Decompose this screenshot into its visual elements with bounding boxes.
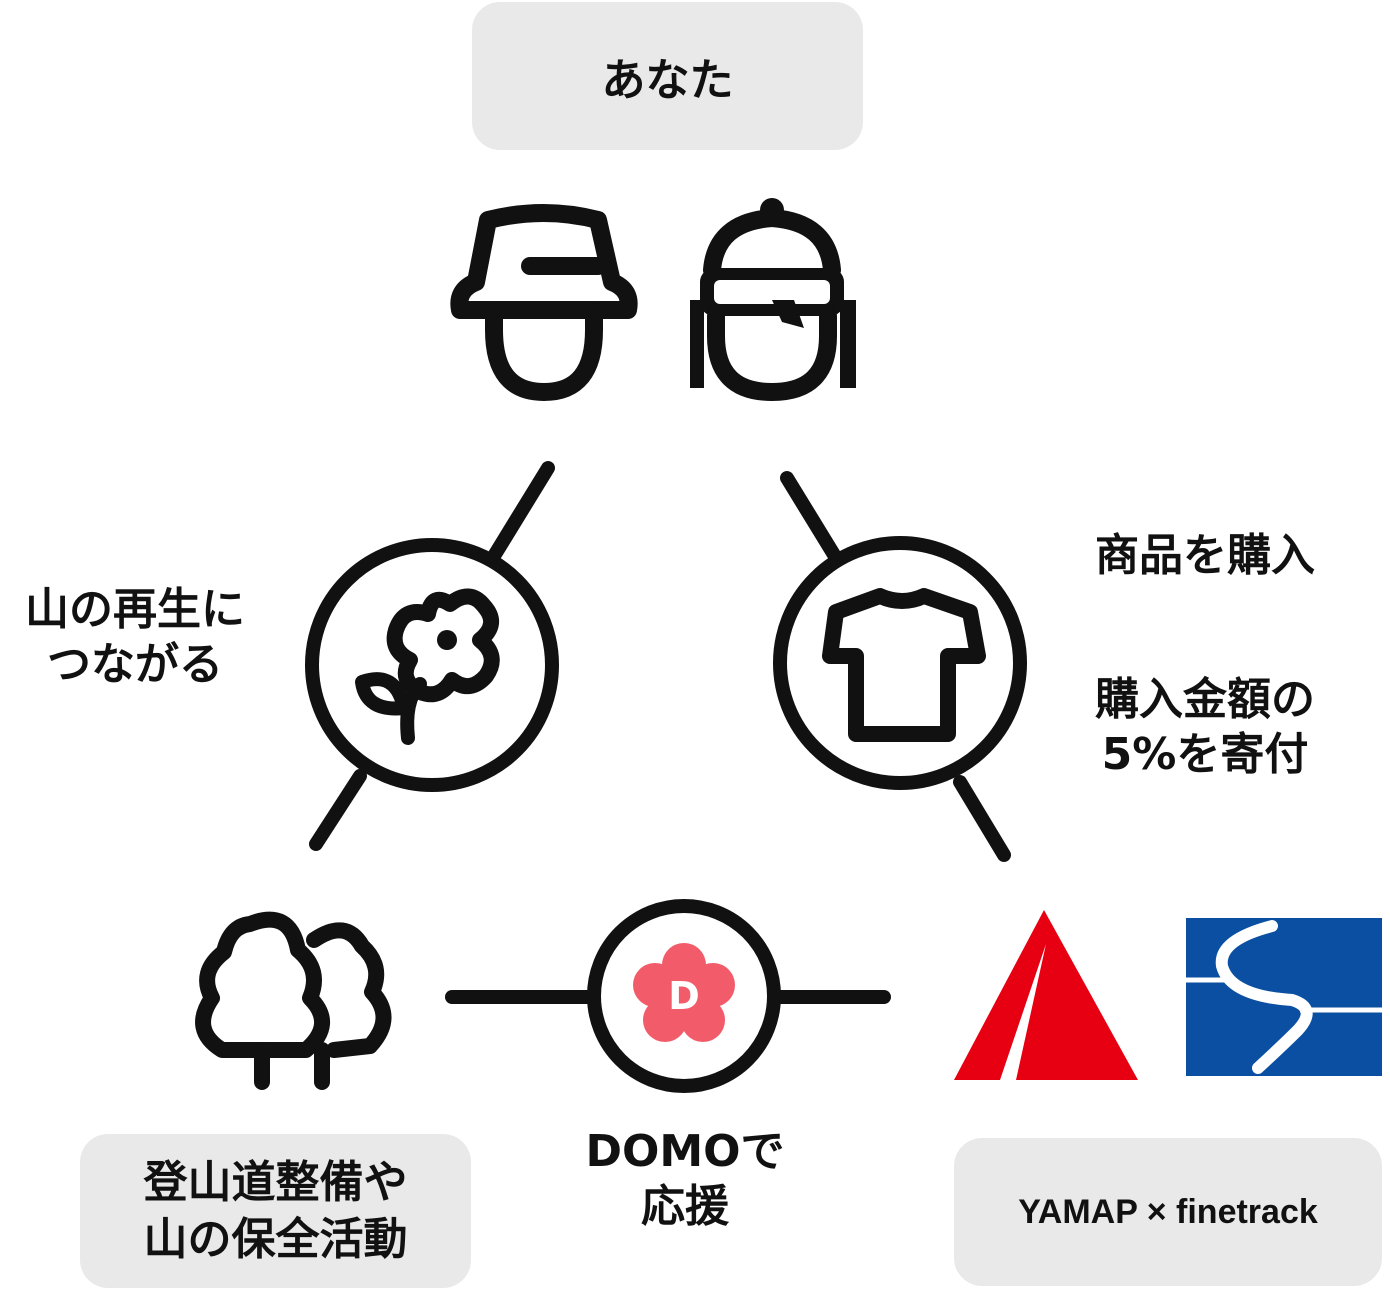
purchase-circle bbox=[773, 536, 1027, 790]
activities-label-box: 登山道整備や 山の保全活動 bbox=[80, 1134, 471, 1288]
you-label: あなた bbox=[601, 55, 734, 106]
domo-badge-letter: D bbox=[668, 974, 700, 1018]
hiker-bucket-hat-icon bbox=[450, 204, 638, 401]
brands-label-box: YAMAP × finetrack bbox=[954, 1138, 1382, 1286]
regeneration-line1: 山の再生に bbox=[25, 584, 245, 635]
trees-icon bbox=[195, 911, 392, 1090]
connector-top-left-lower bbox=[309, 769, 367, 851]
connector-top-left-upper bbox=[487, 461, 555, 563]
flower-icon bbox=[355, 588, 500, 745]
domo-line2: 応援 bbox=[641, 1181, 729, 1232]
you-label-box: あなた bbox=[472, 2, 863, 150]
activities-line1: 登山道整備や bbox=[143, 1156, 408, 1208]
purchase-text: 商品を購入 bbox=[1060, 528, 1350, 583]
domo-circle bbox=[587, 899, 781, 1093]
hiker-beanie-sunglasses-icon bbox=[690, 198, 856, 401]
donation-text: 購入金額の 5%を寄付 bbox=[1060, 672, 1350, 782]
brands-label: YAMAP × finetrack bbox=[1018, 1192, 1318, 1231]
domo-text: DOMOで 応援 bbox=[560, 1124, 810, 1234]
connector-top-right-lower bbox=[953, 775, 1011, 862]
tshirt-icon bbox=[822, 588, 986, 742]
connector-top-right-upper bbox=[780, 471, 843, 565]
domo-line1: DOMOで bbox=[585, 1126, 785, 1177]
activities-line2: 山の保全活動 bbox=[143, 1214, 408, 1265]
purchase-label: 商品を購入 bbox=[1095, 530, 1315, 581]
regeneration-line2: つながる bbox=[47, 639, 223, 690]
donation-line1: 購入金額の bbox=[1095, 674, 1315, 725]
finetrack-logo bbox=[1186, 918, 1382, 1076]
yamap-logo bbox=[954, 910, 1138, 1080]
domo-flower-icon: D bbox=[633, 943, 735, 1042]
donation-line2: 5%を寄付 bbox=[1101, 729, 1309, 780]
regeneration-circle bbox=[305, 538, 559, 792]
regeneration-text: 山の再生に つながる bbox=[0, 582, 270, 692]
